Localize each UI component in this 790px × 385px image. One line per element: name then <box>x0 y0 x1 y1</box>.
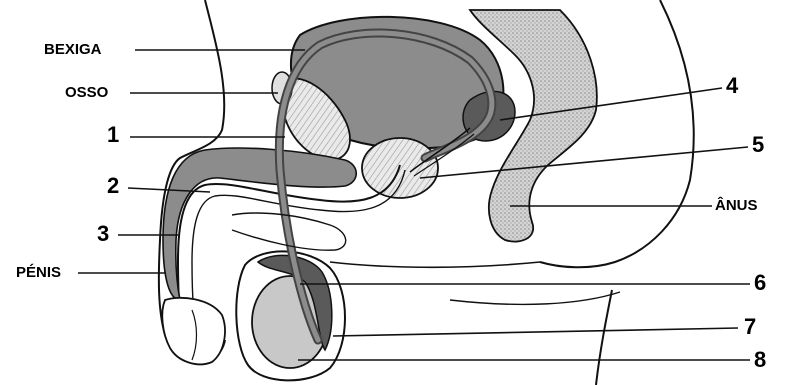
label-5: 5 <box>752 134 764 156</box>
label-7: 7 <box>744 316 756 338</box>
perineum-line <box>330 262 540 267</box>
label-osso: OSSO <box>65 85 108 100</box>
label-6: 6 <box>754 272 766 294</box>
label-1: 1 <box>107 124 119 146</box>
label-8: 8 <box>754 349 766 371</box>
leader-7 <box>333 328 738 336</box>
label-4: 4 <box>726 75 738 97</box>
leg-line <box>596 290 612 385</box>
leader-5 <box>420 147 748 178</box>
label-penis: PÉNIS <box>16 265 61 280</box>
label-3: 3 <box>97 223 109 245</box>
thigh-line <box>450 292 620 304</box>
label-bexiga: BEXIGA <box>44 42 102 57</box>
label-anus: ÂNUS <box>715 198 758 213</box>
label-2: 2 <box>107 175 119 197</box>
